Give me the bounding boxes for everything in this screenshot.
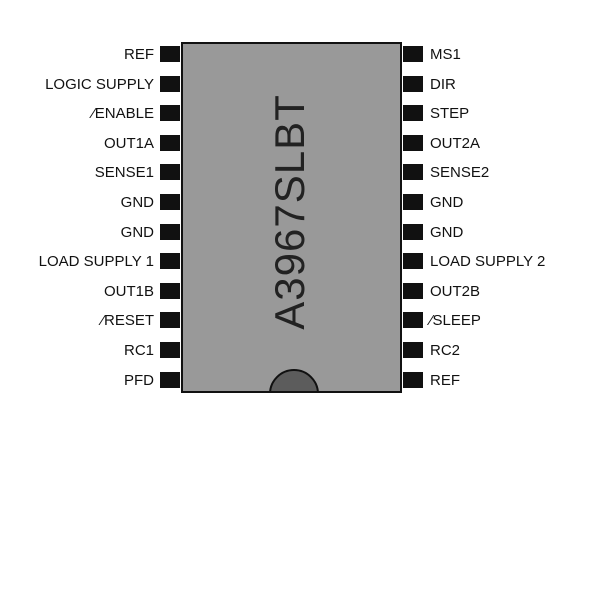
right-pin-label-5: SENSE2 (430, 164, 490, 181)
left-pin-9 (160, 283, 180, 299)
right-pin-12 (403, 372, 423, 388)
left-pin-2 (160, 76, 180, 92)
left-pin-label-6: GND (120, 194, 154, 211)
right-pin-9 (403, 283, 423, 299)
right-pin-label-8: LOAD SUPPLY 2 (430, 253, 546, 270)
left-pin-label-11: RC1 (123, 342, 154, 359)
right-pin-7 (403, 224, 423, 240)
left-pin-label-1: REF (124, 46, 154, 63)
left-pin-8 (160, 253, 180, 269)
left-pin-label-4: OUT1A (103, 135, 154, 152)
right-pin-label-12: REF (430, 372, 460, 389)
right-pin-4 (403, 135, 423, 151)
chip-body (181, 42, 402, 393)
left-pin-label-10: ⁄RESET (101, 312, 154, 329)
left-pin-label-12: PFD (124, 372, 154, 389)
right-pin-label-4: OUT2A (430, 135, 481, 152)
right-pin-label-9: OUT2B (430, 283, 481, 300)
left-pin-4 (160, 135, 180, 151)
left-pin-label-8: LOAD SUPPLY 1 (38, 253, 154, 270)
left-pin-5 (160, 164, 180, 180)
left-pin-12 (160, 372, 180, 388)
left-pin-label-7: GND (120, 224, 154, 241)
right-pin-3 (403, 105, 423, 121)
left-pin-10 (160, 312, 180, 328)
left-pin-6 (160, 194, 180, 210)
pin1-notch (269, 369, 319, 391)
right-pin-label-11: RC2 (430, 342, 461, 359)
right-pin-11 (403, 342, 423, 358)
left-pin-label-3: ⁄ENABLE (92, 105, 154, 122)
right-pin-label-1: MS1 (430, 46, 461, 63)
left-pin-label-9: OUT1B (103, 283, 154, 300)
right-pin-label-2: DIR (430, 76, 456, 93)
right-pin-label-6: GND (430, 194, 464, 211)
right-pin-10 (403, 312, 423, 328)
left-pin-3 (160, 105, 180, 121)
right-pin-label-7: GND (430, 224, 464, 241)
right-pin-label-3: STEP (430, 105, 470, 122)
right-pin-6 (403, 194, 423, 210)
right-pin-1 (403, 46, 423, 62)
left-pin-11 (160, 342, 180, 358)
right-pin-8 (403, 253, 423, 269)
left-pin-label-2: LOGIC SUPPLY (45, 76, 154, 93)
left-pin-label-5: SENSE1 (94, 164, 154, 181)
left-pin-7 (160, 224, 180, 240)
right-pin-5 (403, 164, 423, 180)
right-pin-label-10: ⁄SLEEP (430, 312, 481, 329)
left-pin-1 (160, 46, 180, 62)
right-pin-2 (403, 76, 423, 92)
part-number-label: A3967SLBT (266, 94, 313, 330)
